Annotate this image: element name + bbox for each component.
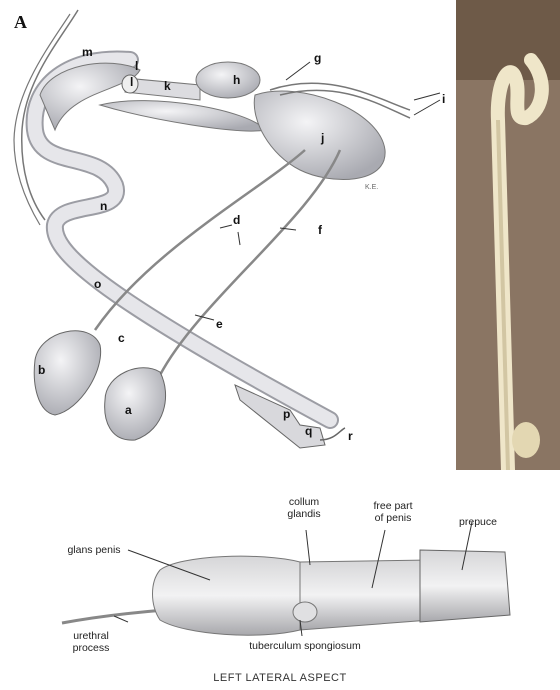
label-k: k (164, 80, 171, 92)
glans-diagram: collum glandis free part of penis prepuc… (0, 470, 560, 690)
process-r (320, 428, 345, 440)
bladder-j (254, 91, 385, 179)
label-i: i (442, 93, 445, 105)
leader-line (195, 315, 214, 320)
label-p: p (283, 408, 290, 420)
label-c: c (118, 332, 125, 344)
figure-caption: LEFT LATERAL ASPECT (0, 672, 560, 684)
specimen-photo-drawing (456, 0, 560, 470)
label-glans-penis: glans penis (54, 544, 134, 556)
label-o: o (94, 278, 101, 290)
label-d: d (233, 214, 240, 226)
prepuce-shape (420, 550, 510, 622)
leader-line (414, 93, 440, 100)
urethral-process-shape (62, 610, 165, 623)
label-q: q (305, 425, 312, 437)
label-tuberculum-spongiosum: tuberculum spongiosum (215, 640, 395, 652)
testis-a (105, 368, 166, 440)
leader-line (220, 225, 232, 228)
label-free-part: free part of penis (348, 500, 438, 524)
label-h: h (233, 74, 240, 86)
leader-line (414, 100, 440, 115)
elongated-gland (100, 101, 265, 131)
leader-line (286, 62, 310, 80)
leader-line (114, 616, 128, 622)
leader-line (306, 530, 310, 565)
gland-h (196, 62, 260, 98)
free-part-shape (300, 560, 430, 630)
panel-label: A (14, 12, 27, 33)
tuberculum-shape (293, 602, 317, 622)
label-m: m (82, 46, 93, 58)
label-f: f (318, 224, 322, 236)
label-collum-glandis: collum glandis (264, 496, 344, 520)
label-b: b (38, 364, 45, 376)
label-n: n (100, 200, 107, 212)
anatomy-drawing (0, 0, 455, 470)
specimen-tip (512, 422, 540, 458)
label-r: r (348, 430, 353, 442)
specimen-photo (456, 0, 560, 470)
glans-shape (153, 556, 301, 635)
panel-a-diagram: A m l l k h g i j n d f o e c b a p q r … (0, 0, 455, 470)
label-urethral-process-text: urethral process (73, 630, 110, 654)
label-urethral-process: urethral process (56, 630, 126, 654)
label-l-lower: l (130, 76, 133, 88)
label-e: e (216, 318, 223, 330)
label-a: a (125, 404, 132, 416)
label-prepuce: prepuce (448, 516, 508, 528)
label-free-part-text: free part of penis (373, 500, 412, 524)
label-collum-glandis-text: collum glandis (287, 496, 320, 520)
label-g: g (314, 52, 321, 64)
label-j: j (321, 132, 324, 144)
label-l-upper: l (135, 60, 138, 72)
leader-line (238, 232, 240, 245)
artist-signature: K.E. (365, 182, 378, 194)
